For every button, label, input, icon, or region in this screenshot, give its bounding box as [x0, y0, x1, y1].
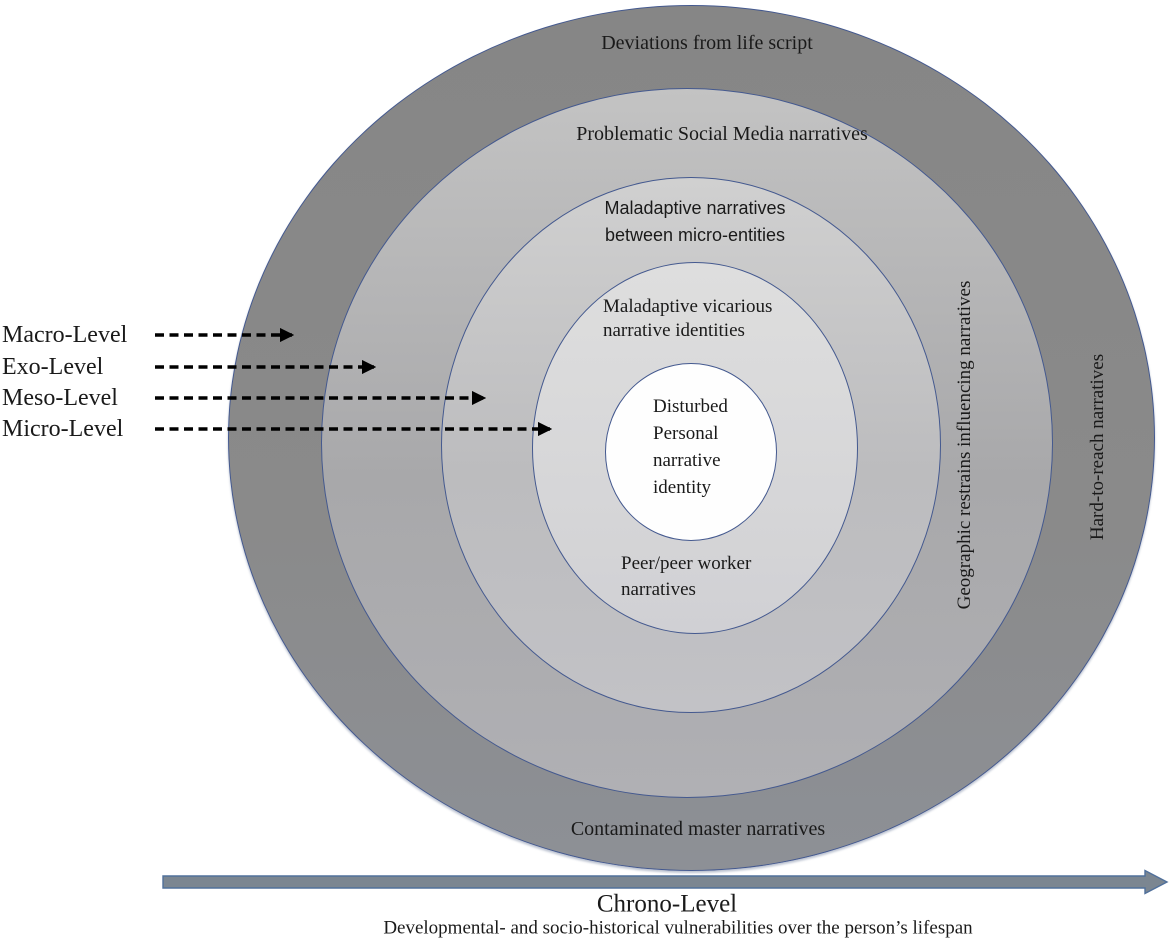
core-label: Disturbed Personal narrative identity — [653, 396, 728, 498]
micro-ring-top-label: Maladaptive vicarious narrative identiti… — [603, 296, 773, 341]
meso-level-label: Meso-Level — [2, 385, 118, 411]
exo-level-label: Exo-Level — [2, 354, 104, 380]
micro-ring-bottom-label: Peer/peer worker narratives — [621, 553, 752, 600]
chrono-level-label: Chrono-Level — [596, 890, 738, 918]
meso-ring-label: Maladaptive narratives between micro-ent… — [604, 198, 786, 245]
macro-ring-bottom-label: Contaminated master narratives — [570, 817, 826, 840]
macro-ring-side-label: Hard-to-reach narratives — [1087, 353, 1108, 541]
macro-level-label: Macro-Level — [2, 322, 128, 348]
exo-ring-side-label: Geographic restrains influencing narrati… — [954, 280, 975, 610]
exo-ring-top-label: Problematic Social Media narratives — [576, 122, 868, 145]
core-circle — [605, 363, 777, 541]
macro-ring-top-label: Deviations from life script — [601, 31, 813, 54]
micro-level-label: Micro-Level — [2, 416, 124, 442]
chrono-level-caption: Developmental- and socio-historical vuln… — [383, 917, 973, 939]
